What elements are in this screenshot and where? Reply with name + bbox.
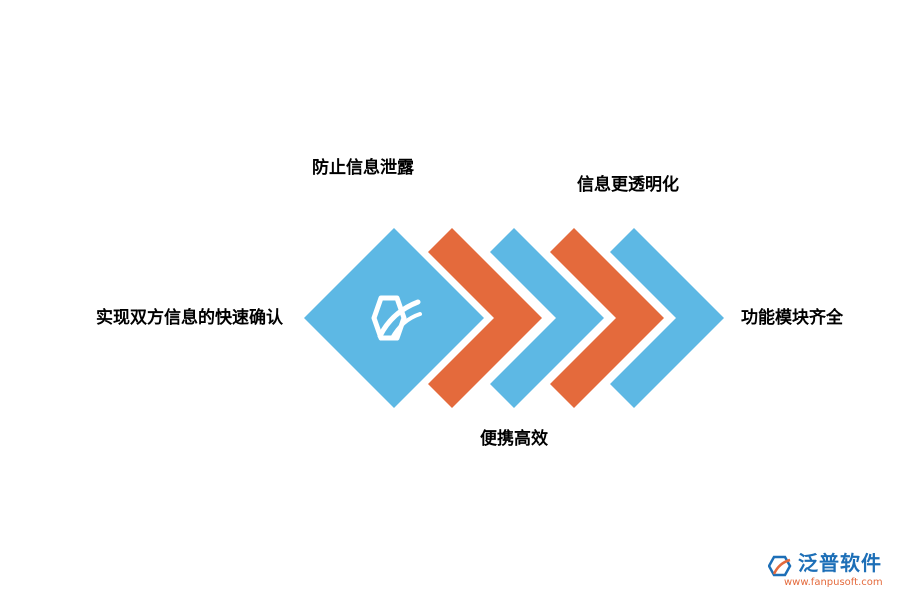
watermark-logo: 泛普软件 www.fanpusoft.com bbox=[768, 553, 894, 593]
watermark-mark-icon bbox=[768, 555, 792, 577]
watermark-name: 泛普软件 bbox=[798, 551, 882, 575]
label-left: 实现双方信息的快速确认 bbox=[96, 308, 283, 328]
label-right: 功能模块齐全 bbox=[741, 308, 843, 328]
label-top-left: 防止信息泄露 bbox=[312, 158, 414, 178]
label-bottom: 便携高效 bbox=[480, 429, 548, 449]
emblem-icon bbox=[371, 295, 422, 341]
orange-chevron-1 bbox=[428, 228, 542, 408]
blue-chevron-2 bbox=[610, 228, 724, 408]
orange-chevron-2 bbox=[550, 228, 664, 408]
label-top-right: 信息更透明化 bbox=[577, 175, 679, 195]
watermark-url: www.fanpusoft.com bbox=[784, 577, 883, 588]
blue-chevron-1 bbox=[490, 228, 604, 408]
